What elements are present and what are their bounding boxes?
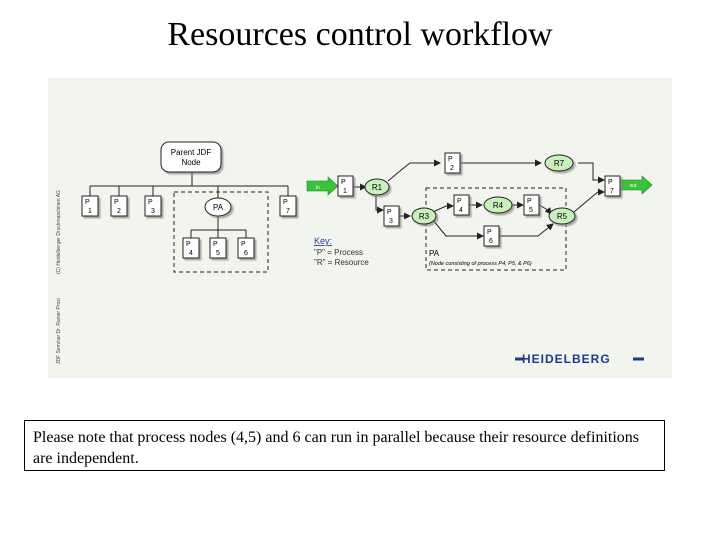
flow-p1-letter: P	[341, 179, 346, 186]
flow-process-p2: P 2	[444, 152, 461, 174]
parent-jdf-label-2: Node	[181, 158, 201, 167]
input-label: in	[316, 185, 320, 191]
flow-pa-caption: (Node consisting of process P4, P5, & P6…	[429, 261, 532, 267]
tree-p7-letter: P	[283, 199, 288, 206]
flow-p2-num: 2	[450, 165, 454, 172]
resource-flow: in P 1 R1	[306, 152, 653, 271]
tree-process-p7: P 7	[279, 195, 297, 217]
flow-process-p1: P 1	[337, 175, 354, 197]
flow-p6-num: 6	[489, 238, 493, 245]
flow-p7-letter: P	[608, 179, 613, 186]
parent-jdf-label-1: Parent JDF	[171, 148, 212, 157]
flow-process-p7: P 7	[604, 175, 621, 197]
tree-process-p6: P 6	[237, 237, 255, 259]
flow-pa-group	[425, 187, 567, 271]
tree-p6-letter: P	[241, 241, 246, 248]
tree-p4-letter: P	[186, 241, 191, 248]
tree-p2-num: 2	[117, 208, 121, 215]
flow-p2-letter: P	[448, 156, 453, 163]
seminar-caption: JDF Seminar Dr. Rainer Prosi	[56, 298, 62, 364]
key-title: Key:	[314, 236, 332, 246]
flow-resource-r5: R5	[548, 207, 576, 225]
logo-text: HEIDELBERG	[522, 352, 611, 366]
workflow-diagram: (C) Heidelberger Druckmaschinen AG JDF S…	[56, 141, 653, 366]
flow-process-p3: P 3	[383, 205, 400, 227]
note-text: Please note that process nodes (4,5) and…	[33, 429, 640, 467]
tree-process-p3: P 3	[144, 195, 162, 217]
tree-process-p4: P 4	[182, 237, 200, 259]
flow-p4-letter: P	[457, 198, 462, 205]
heidelberg-logo: HEIDELBERG	[515, 352, 644, 366]
tree-p1-letter: P	[85, 199, 90, 206]
jdf-tree: Parent JDF Node P 1 P 2 P 3 P	[81, 141, 297, 273]
flow-resource-r1: R1	[364, 178, 390, 196]
flow-p4-num: 4	[459, 207, 463, 214]
output-arrow: out	[621, 175, 653, 195]
diagram-key: Key: "P" = Process "R" = Resource	[314, 236, 369, 267]
key-process-line: "P" = Process	[314, 248, 363, 257]
flow-process-p5: P 5	[523, 194, 540, 216]
tree-process-p1: P 1	[81, 195, 99, 217]
flow-p5-num: 5	[529, 207, 533, 214]
copyright-caption: (C) Heidelberger Druckmaschinen AG	[56, 190, 62, 274]
tree-p5-num: 5	[216, 250, 220, 257]
tree-pa-group	[173, 191, 269, 273]
note-box: Please note that process nodes (4,5) and…	[24, 420, 665, 471]
flow-p1-num: 1	[343, 188, 347, 195]
flow-r3-label: R3	[419, 212, 430, 221]
input-arrow: in	[306, 176, 339, 196]
flow-p7-num: 7	[610, 188, 614, 195]
tree-p4-num: 4	[189, 250, 193, 257]
flow-r4-label: R4	[493, 201, 504, 210]
output-label: out	[630, 183, 638, 189]
workflow-figure: (C) Heidelberger Druckmaschinen AG JDF S…	[48, 78, 672, 378]
key-resource-line: "R" = Resource	[314, 258, 369, 267]
flow-r7-label: R7	[554, 159, 565, 168]
flow-process-p6: P 6	[483, 225, 500, 247]
flow-p3-num: 3	[389, 218, 393, 225]
flow-r1-label: R1	[372, 183, 383, 192]
flow-r5-label: R5	[557, 212, 568, 221]
tree-p2-letter: P	[114, 199, 119, 206]
slide-title: Resources control workflow	[167, 16, 553, 53]
flow-p3-letter: P	[387, 209, 392, 216]
parent-jdf-node: Parent JDF Node	[160, 141, 222, 173]
tree-p6-num: 6	[244, 250, 248, 257]
flow-p6-letter: P	[487, 229, 492, 236]
tree-p7-num: 7	[286, 208, 290, 215]
flow-p5-letter: P	[527, 198, 532, 205]
tree-p3-letter: P	[148, 199, 153, 206]
flow-resource-r3: R3	[411, 207, 437, 225]
tree-p1-num: 1	[88, 208, 92, 215]
flow-resource-r4: R4	[483, 196, 513, 214]
flow-process-p4: P 4	[453, 194, 470, 216]
flow-pa-label: PA	[429, 249, 440, 258]
tree-process-p2: P 2	[110, 195, 128, 217]
tree-pa-node: PA	[204, 197, 232, 217]
tree-p5-letter: P	[213, 241, 218, 248]
tree-pa-label: PA	[213, 203, 224, 212]
flow-resource-r7: R7	[544, 154, 574, 172]
tree-p3-num: 3	[151, 208, 155, 215]
tree-process-p5: P 5	[209, 237, 227, 259]
